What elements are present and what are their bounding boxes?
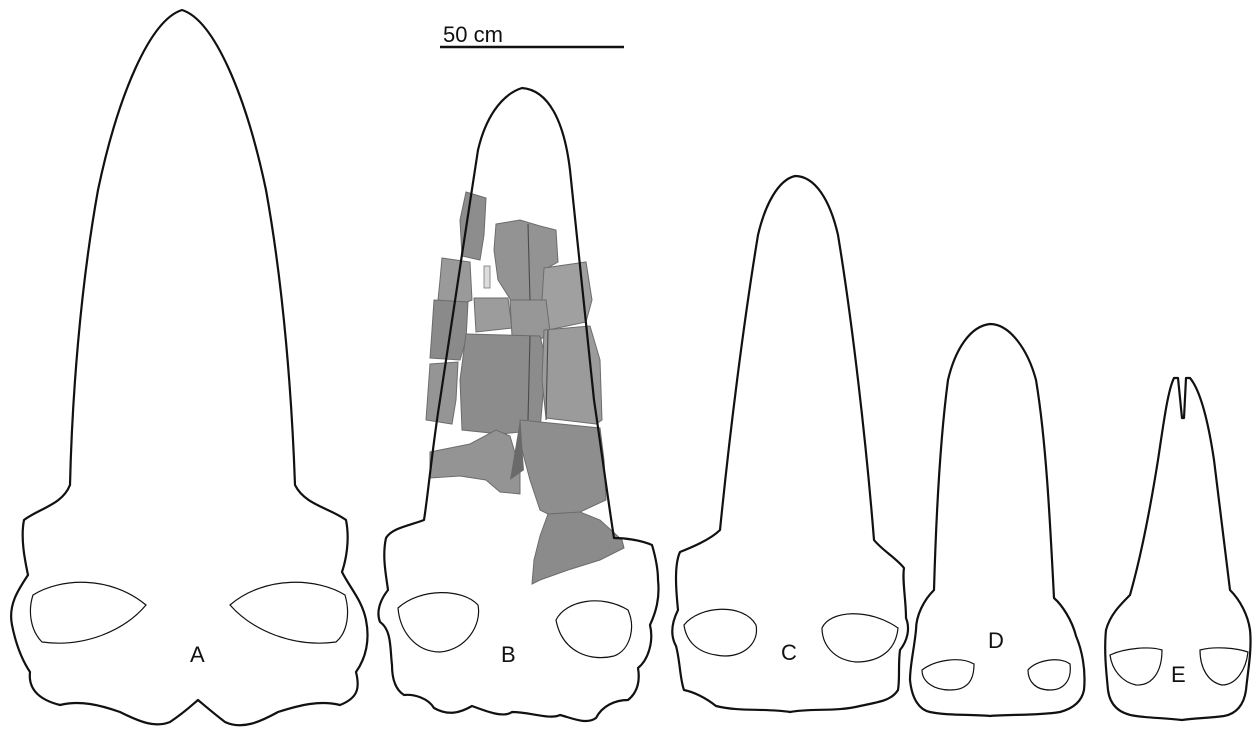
scale-bar: 50 cm <box>440 22 624 47</box>
skull-b-left-orbit <box>398 593 479 652</box>
scale-bar-label: 50 cm <box>443 22 503 47</box>
fossil-fragment <box>430 430 520 494</box>
skull-a-left-orbit <box>30 582 146 643</box>
fossil-fragment <box>474 298 512 332</box>
skull-e-left-orbit <box>1110 648 1162 685</box>
skull-d-right-orbit <box>1028 660 1070 690</box>
fossil-fragment <box>460 334 546 434</box>
skull-a: A <box>11 10 367 725</box>
fossil-fragment <box>542 326 602 424</box>
skull-d: D <box>910 324 1085 716</box>
fossil-fragment <box>460 192 486 260</box>
fossil-fragment <box>542 262 592 330</box>
skull-b-right-orbit <box>556 601 632 658</box>
skull-d-label: D <box>988 628 1004 653</box>
skull-e-right-orbit <box>1200 648 1248 685</box>
skull-e-label: E <box>1171 662 1186 687</box>
fossil-scale-marker <box>484 266 490 288</box>
fossil-fragment <box>430 300 468 360</box>
skull-c: C <box>672 176 908 712</box>
skull-a-label: A <box>190 642 205 667</box>
skull-a-outline <box>11 10 367 725</box>
skull-c-label: C <box>781 640 797 665</box>
fossil-fragment <box>532 512 624 584</box>
skull-d-outline <box>910 324 1085 716</box>
skull-b-fossil-fragments <box>426 192 624 584</box>
fossil-fragment <box>520 420 606 520</box>
skull-d-left-orbit <box>922 660 974 690</box>
skull-c-left-orbit <box>684 609 757 656</box>
skull-b-label: B <box>501 642 516 667</box>
skull-c-outline <box>672 176 908 712</box>
skull-a-right-orbit <box>230 582 348 643</box>
skull-c-right-orbit <box>822 614 898 662</box>
skull-e: E <box>1105 378 1250 720</box>
